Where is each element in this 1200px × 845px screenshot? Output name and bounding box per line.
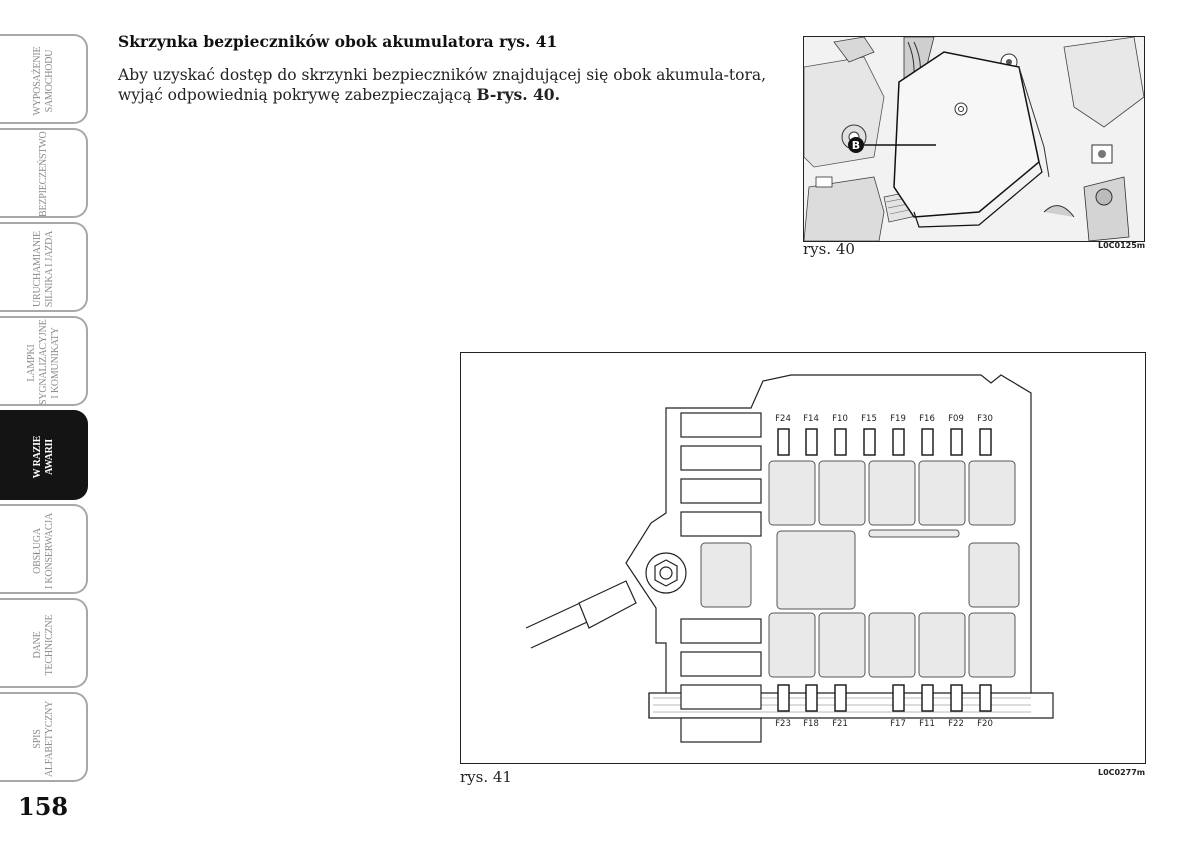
- page-number: 158: [18, 792, 69, 821]
- fuse-label-f21: F21: [832, 719, 848, 729]
- tab-label: DANE TECHNICZNE: [32, 614, 55, 676]
- tab-dane-techniczne[interactable]: DANE TECHNICZNE: [0, 598, 88, 688]
- tab-label: WYPOSAŻENIE SAMOCHODU: [32, 46, 55, 116]
- fuse-label-f23: F23: [775, 719, 791, 729]
- engine-bay-illustration: B: [804, 37, 1144, 241]
- fuse-box-diagram: F24 F14 F10 F15 F19 F16 F09 F30 F23 F18 …: [525, 374, 1054, 743]
- figure-41-fuse-box: F24 F14 F10 F15 F19 F16 F09 F30 F23 F18 …: [460, 352, 1146, 764]
- fuse-label-f10: F10: [832, 414, 848, 424]
- fuse-label-f18: F18: [803, 719, 819, 729]
- tab-label: LAMPKI SYGNALIZACYJNE I KOMUNIKATY: [26, 319, 61, 405]
- fuse-label-f22: F22: [948, 719, 964, 729]
- body-paragraph: Aby uzyskać dostęp do skrzynki bezpieczn…: [118, 66, 778, 105]
- tab-label: URUCHAMIANIE SILNIKA I JAZDA: [32, 230, 55, 308]
- tab-obsluga[interactable]: OBSŁUGA I KONSERWACJA: [0, 504, 88, 594]
- tab-label: OBSŁUGA I KONSERWACJA: [32, 512, 55, 590]
- figure-40-caption: rys. 40: [803, 240, 855, 258]
- tab-label: BEZPIECZEŃSTWO: [38, 131, 49, 217]
- fuse-label-f30: F30: [977, 414, 993, 424]
- callout-b: B: [852, 139, 860, 152]
- tab-wyposazenie[interactable]: WYPOSAŻENIE SAMOCHODU: [0, 34, 88, 124]
- fuse-label-f09: F09: [948, 414, 964, 424]
- figure-40-engine-bay: B: [803, 36, 1145, 242]
- tab-w-razie-awarii[interactable]: W RAZIE AWARII: [0, 410, 88, 500]
- fuse-label-f20: F20: [977, 719, 993, 729]
- figure-41-code: L0C0277m: [1098, 768, 1146, 777]
- fuse-label-f14: F14: [803, 414, 819, 424]
- section-heading: Skrzynka bezpieczników obok akumulatora …: [118, 32, 558, 51]
- tab-spis-alfabetyczny[interactable]: SPIS ALFABETYCZNY: [0, 692, 88, 782]
- fuse-label-f15: F15: [861, 414, 877, 424]
- figure-40-code: L0C0125m: [1098, 241, 1146, 250]
- fuse-label-f17: F17: [890, 719, 906, 729]
- tab-label: W RAZIE AWARII: [32, 435, 55, 479]
- figure-41-caption: rys. 41: [460, 768, 512, 786]
- tab-uruchamianie[interactable]: URUCHAMIANIE SILNIKA I JAZDA: [0, 222, 88, 312]
- fuse-label-f16: F16: [919, 414, 935, 424]
- fuse-label-f24: F24: [775, 414, 791, 424]
- figure-reference: B-rys. 40.: [476, 85, 560, 104]
- body-text: Aby uzyskać dostęp do skrzynki bezpieczn…: [118, 66, 767, 104]
- fuse-label-f19: F19: [890, 414, 906, 424]
- tab-label: SPIS ALFABETYCZNY: [32, 700, 55, 778]
- tab-bezpieczenstwo[interactable]: BEZPIECZEŃSTWO: [0, 128, 88, 218]
- fuse-label-f11: F11: [919, 719, 935, 729]
- tab-lampki[interactable]: LAMPKI SYGNALIZACYJNE I KOMUNIKATY: [0, 316, 88, 406]
